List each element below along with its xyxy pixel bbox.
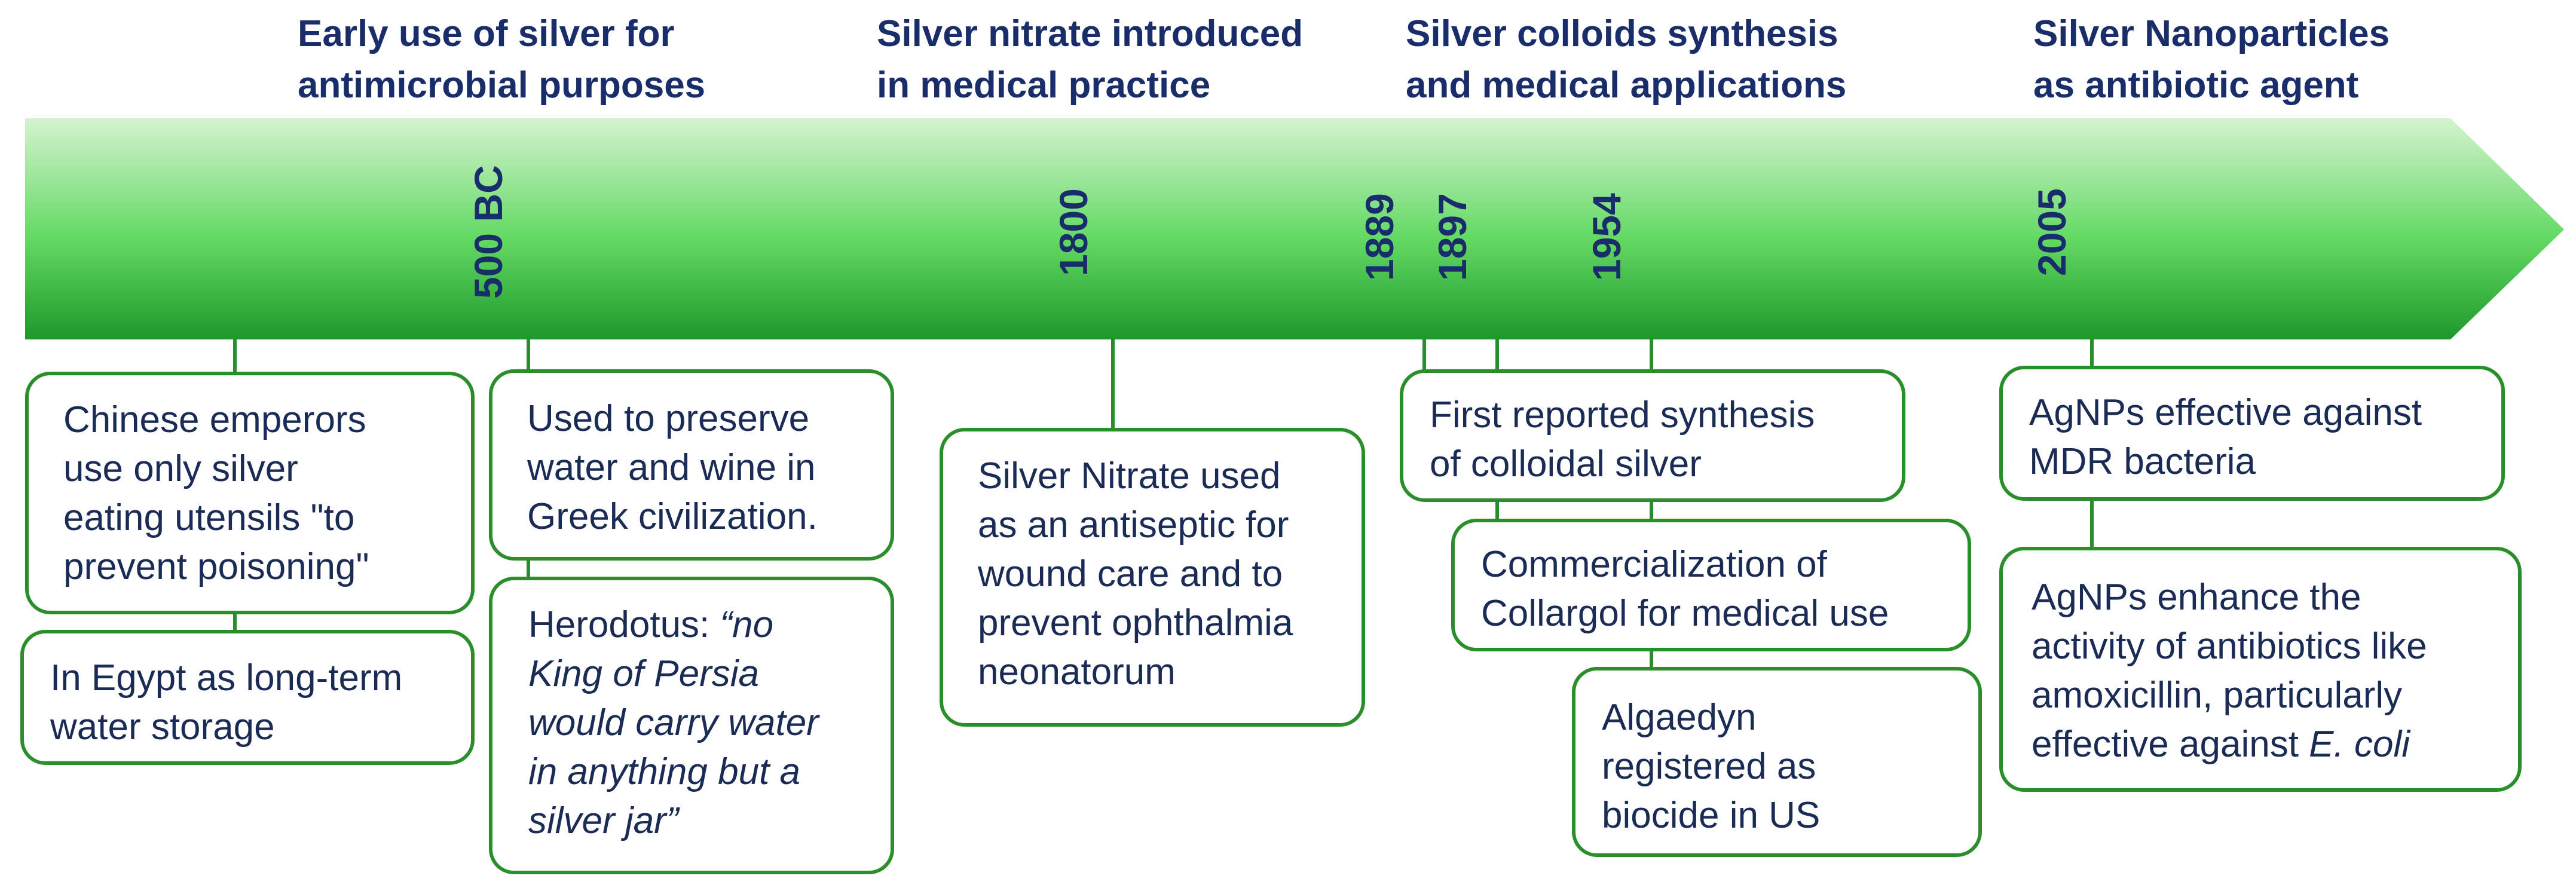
- event-box-mdr-bacteria: AgNPs effective against MDR bacteria: [1999, 366, 2505, 501]
- event-box-chinese-emperors: Chinese emperors use only silver eating …: [25, 372, 475, 614]
- era-heading-silver-nitrate: Silver nitrate introduced in medical pra…: [877, 13, 1304, 106]
- amoxicillin-text: AgNPs enhance the activity of antibiotic…: [2032, 577, 2427, 765]
- event-box-amoxicillin: AgNPs enhance the activity of antibiotic…: [1999, 547, 2522, 792]
- year-label-2005: 2005: [2030, 188, 2074, 276]
- era-heading-nanoparticles: Silver Nanoparticles as antibiotic agent: [2033, 13, 2390, 106]
- year-label-1954: 1954: [1584, 193, 1629, 281]
- year-label-1800: 1800: [1051, 188, 1096, 276]
- year-label-1897: 1897: [1430, 193, 1474, 281]
- event-box-silver-nitrate: Silver Nitrate used as an antiseptic for…: [940, 428, 1365, 727]
- year-label-500bc: 500 BC: [466, 165, 510, 299]
- herodotus-quote-rest: King of Persia would carry water in anyt…: [528, 653, 819, 841]
- event-box-egypt-storage: In Egypt as long-term water storage: [20, 630, 475, 765]
- connector-lines: [233, 339, 2094, 668]
- era-heading-early-use: Early use of silver for antimicrobial pu…: [298, 13, 706, 106]
- year-label-1889: 1889: [1357, 193, 1402, 281]
- event-box-algaedyn: Algaedyn registered as biocide in US: [1572, 667, 1982, 857]
- e-coli-text: E. coli: [2309, 724, 2410, 765]
- era-heading-silver-colloids: Silver colloids synthesis and medical ap…: [1406, 13, 1847, 106]
- event-box-greek-civilization: Used to preserve water and wine in Greek…: [489, 369, 894, 561]
- herodotus-quote-start: “no: [720, 604, 774, 645]
- herodotus-speaker: Herodotus:: [528, 604, 720, 645]
- timeline-arrow: [25, 118, 2564, 339]
- event-box-collargol: Commercialization of Collargol for medic…: [1451, 519, 1971, 651]
- event-box-colloidal-synthesis: First reported synthesis of colloidal si…: [1400, 369, 1905, 502]
- event-box-herodotus: Herodotus: “no King of Persia would carr…: [489, 577, 894, 874]
